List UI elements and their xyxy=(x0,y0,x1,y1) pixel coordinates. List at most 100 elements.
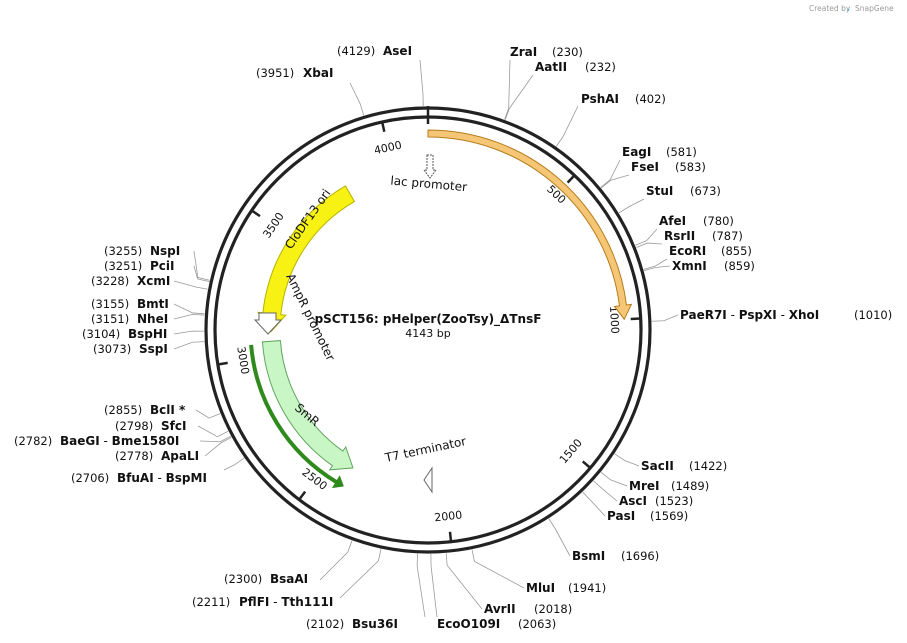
site-sfci-name: SfcI xyxy=(161,419,186,433)
leader-line xyxy=(173,313,205,320)
site-asci-pos: (1523) xyxy=(655,494,693,508)
leader-line xyxy=(445,553,483,610)
smr-cds xyxy=(261,340,354,471)
site-xmni-pos: (859) xyxy=(724,259,755,273)
plasmid-length: 4143 bp xyxy=(405,327,450,340)
leader-line xyxy=(593,480,618,502)
site-mrei-pos: (1489) xyxy=(671,479,709,493)
leader-line xyxy=(349,82,365,116)
tick-mark-3000 xyxy=(217,361,228,366)
leader-line xyxy=(339,548,382,599)
site-ecori-name: EcoRI xyxy=(669,244,706,258)
brand-name: SnapGene xyxy=(855,4,894,13)
leader-line xyxy=(193,265,210,282)
site-xmni-name: XmnI xyxy=(672,259,707,273)
site-mlui-pos: (1941) xyxy=(568,581,606,595)
leader-line xyxy=(197,425,229,438)
leader-line xyxy=(471,549,525,589)
leader-line xyxy=(614,453,640,467)
site-apali-name: ApaLI xyxy=(161,449,199,463)
site-bcli-pos: (2855) xyxy=(104,403,142,417)
site-paer7i-line: PaeR7I - PspXI - XhoI xyxy=(680,308,819,322)
site-eagi-pos: (581) xyxy=(666,145,697,159)
site-zrai-name: ZraI xyxy=(510,45,537,59)
site-bsphi-name: BspHI xyxy=(128,327,167,341)
site-asei-name: AseI xyxy=(383,44,412,58)
tick-mark-1500 xyxy=(581,460,592,469)
site-pasi-name: PasI xyxy=(607,509,635,523)
site-aatii-pos: (232) xyxy=(585,60,616,74)
site-ecori-pos: (855) xyxy=(721,244,752,258)
site-pshai-name: PshAI xyxy=(581,92,619,106)
site-bmti-pos: (3155) xyxy=(91,297,129,311)
site-rsrii-name: RsrII xyxy=(664,229,695,243)
site-sfci-pos: (2798) xyxy=(115,419,153,433)
site-bsmi-name: BsmI xyxy=(572,549,605,563)
green-orf-arrow xyxy=(249,344,344,489)
site-sacii-name: SacII xyxy=(641,459,674,473)
site-afei-pos: (780) xyxy=(703,214,734,228)
tick-label-2000: 2000 xyxy=(434,508,463,524)
leader-line xyxy=(419,59,424,107)
tick-label-3000: 3000 xyxy=(234,345,251,375)
site-nspi-pos: (3255) xyxy=(104,244,142,258)
site-mrei-name: MreI xyxy=(629,479,659,493)
leader-line xyxy=(548,518,571,557)
leader-line xyxy=(555,105,579,147)
site-bsaai-name: BsaAI xyxy=(270,572,308,586)
site-paer7i-pos: (1010) xyxy=(854,308,892,322)
site-pflfi-pos: (2211) xyxy=(192,595,230,609)
leader-line xyxy=(651,314,679,322)
leader-line xyxy=(173,280,208,290)
leader-line xyxy=(600,174,630,189)
lac-promoter-arrow xyxy=(423,154,437,179)
site-ecoo109i-pos: (2063) xyxy=(518,617,556,631)
site-asei-pos: (4129) xyxy=(337,44,375,58)
site-xcmi-name: XcmI xyxy=(137,274,170,288)
site-fsei-name: FseI xyxy=(631,160,659,174)
site-stui-name: StuI xyxy=(646,184,673,198)
site-stui-pos: (673) xyxy=(690,184,721,198)
site-avrii-pos: (2018) xyxy=(534,602,572,616)
site-bfuai-pos: (2706) xyxy=(71,471,109,485)
plasmid-title: pSCT156: pHelper(ZooTsy)_ΔTnsF xyxy=(315,312,542,327)
site-bsphi-pos: (3104) xyxy=(82,327,120,341)
site-ecoo109i-name: EcoO109I xyxy=(437,617,500,631)
site-sacii-pos: (1422) xyxy=(689,459,727,473)
leader-line xyxy=(199,435,231,443)
site-leaders xyxy=(173,59,679,618)
site-xbai-name: XbaI xyxy=(303,66,333,80)
site-xbai-pos: (3951) xyxy=(256,66,294,80)
leader-line xyxy=(618,198,645,214)
site-afei-name: AfeI xyxy=(659,214,686,228)
site-bmti-name: BmtI xyxy=(137,297,169,311)
snapgene-brand: Created by 𝓈 SnapGene xyxy=(809,4,894,13)
site-nspi-name: NspI xyxy=(150,244,180,258)
leader-line xyxy=(430,553,438,618)
site-pshai-pos: (402) xyxy=(635,92,666,106)
site-baegi-line: BaeGI - Bme1580I xyxy=(60,434,179,448)
leader-line xyxy=(223,457,245,471)
site-apali-pos: (2778) xyxy=(115,449,153,463)
t7-terminator-arrow xyxy=(423,466,433,494)
site-aatii-name: AatII xyxy=(535,60,567,74)
site-xcmi-pos: (3228) xyxy=(91,274,129,288)
leader-line xyxy=(416,553,426,618)
tick-mark-4000 xyxy=(380,121,386,133)
features xyxy=(249,129,633,489)
leader-line xyxy=(582,491,606,517)
tick-label-4000: 4000 xyxy=(373,139,403,158)
site-zrai-pos: (230) xyxy=(552,45,583,59)
site-baegi-pos: (2782) xyxy=(14,434,52,448)
tick-label-2500: 2500 xyxy=(299,466,329,493)
site-sspi-name: SspI xyxy=(139,342,168,356)
leader-line xyxy=(504,59,511,120)
leader-line xyxy=(636,242,663,248)
site-pflfi-line: PflFI - Tth111I xyxy=(239,595,333,609)
leader-line xyxy=(504,74,534,120)
leader-line xyxy=(204,436,232,457)
site-bsmi-pos: (1696) xyxy=(621,549,659,563)
site-pcii-pos: (3251) xyxy=(104,259,142,273)
site-bsaai-pos: (2300) xyxy=(224,572,262,586)
leader-line xyxy=(195,409,221,419)
